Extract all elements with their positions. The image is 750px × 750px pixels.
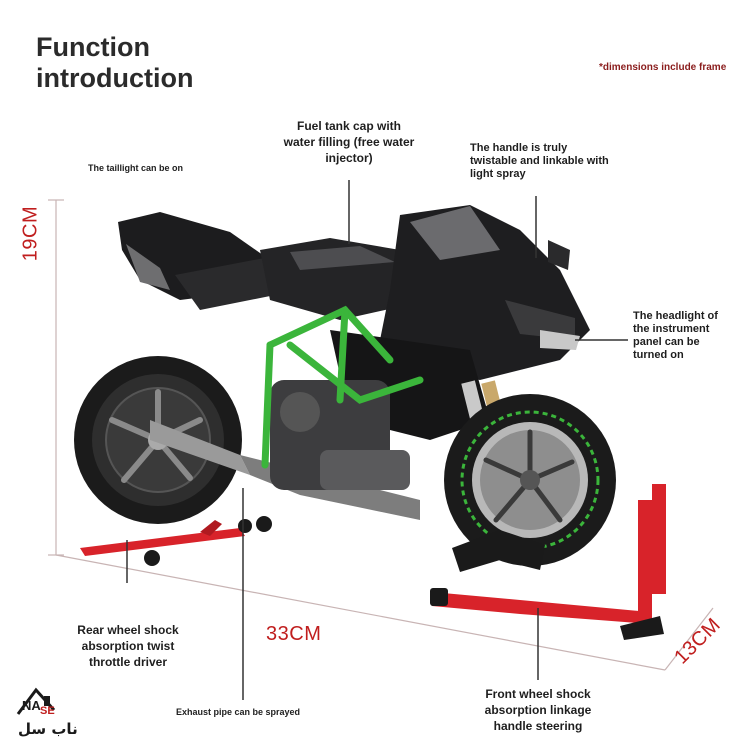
page-title-line2: introduction (36, 63, 194, 93)
callout-exhaust: Exhaust pipe can be sprayed (176, 707, 301, 717)
motorcycle-body (118, 205, 590, 490)
logo-text-se: SE (40, 705, 55, 717)
logo-text-arabic: ناب سل (18, 720, 78, 738)
dimension-lines (48, 199, 714, 671)
front-stand (430, 484, 666, 640)
front-wheel (444, 394, 616, 566)
callout-taillight: The taillight can be on (88, 163, 184, 173)
dimensions-note: *dimensions include frame (599, 62, 727, 73)
callout-rear-wheel: Rear wheel shock absorption twist thrott… (77, 623, 179, 669)
logo-text-na: NA (22, 698, 41, 713)
page-title: Function introduction (36, 32, 296, 94)
store-logo-mark: NA SE ناب سل (16, 687, 78, 738)
rear-stand (80, 516, 272, 566)
callout-headlight: The headlight of the instrument panel ca… (633, 310, 718, 361)
callout-fuel-tank: Fuel tank cap with water filling (free w… (283, 119, 415, 165)
dimension-height: 19CM (19, 205, 42, 262)
callout-handle: The handle is truly twistable and linkab… (470, 142, 609, 180)
page-title-line1: Function (36, 32, 150, 62)
dimension-length: 33CM (266, 623, 322, 645)
callout-leader-lines (126, 180, 628, 700)
callout-front-wheel: Front wheel shock absorption linkage han… (484, 687, 592, 733)
store-logo: NA SE ناب سل (14, 684, 94, 740)
